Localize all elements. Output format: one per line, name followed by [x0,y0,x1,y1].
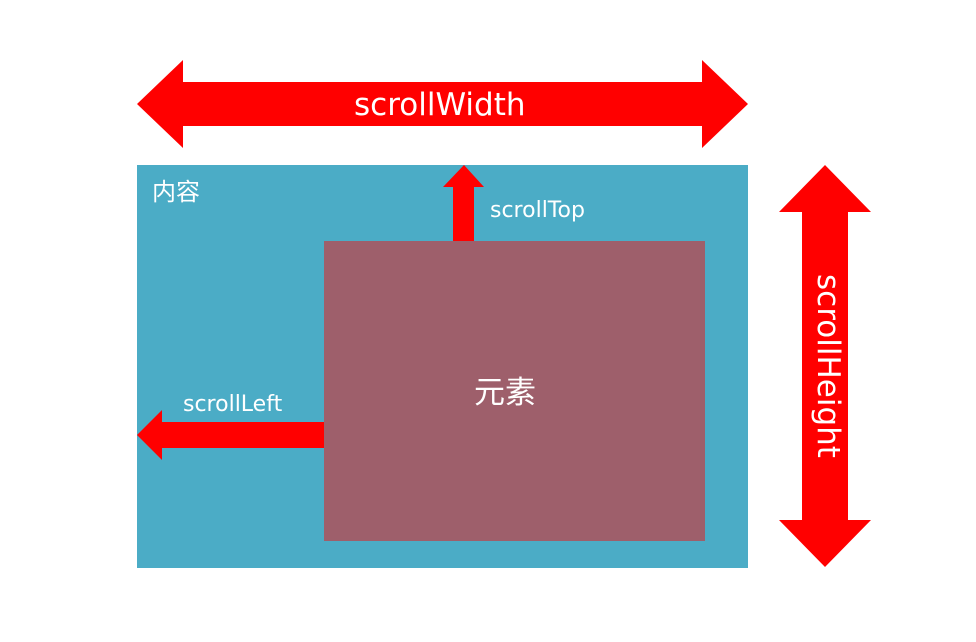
element-area [324,241,705,541]
content-label: 内容 [152,178,200,206]
scroll-top-label: scrollTop [490,198,585,223]
scroll-top-arrow [443,165,484,241]
scroll-height-arrow [779,165,871,567]
element-label: 元素 [474,375,536,411]
scroll-left-label: scrollLeft [183,392,283,417]
scroll-width-arrow [137,60,748,148]
scroll-left-arrow [137,410,324,460]
scroll-height-label: scrollHeight [810,274,846,458]
scroll-width-label: scrollWidth [354,87,526,123]
